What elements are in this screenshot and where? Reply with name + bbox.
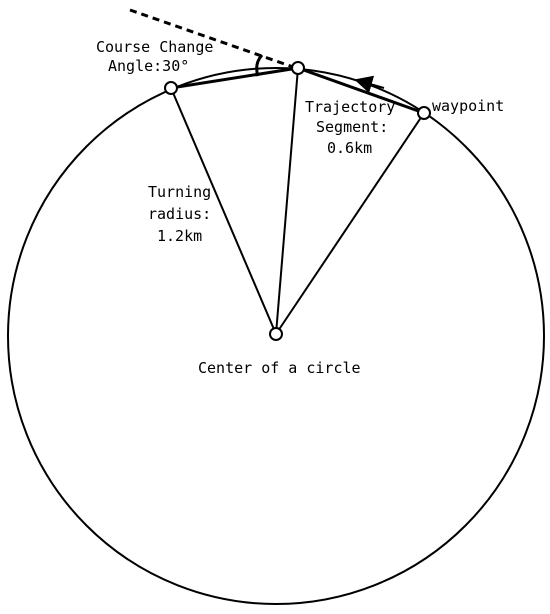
- turning-circle: [7, 67, 545, 605]
- waypoint-node-left: [164, 81, 178, 95]
- waypoint-node-top: [291, 61, 305, 75]
- center-of-circle-label: Center of a circle: [198, 359, 361, 377]
- course-change-angle-arc: [255, 54, 264, 77]
- turning-radius-label-line2: radius:: [148, 205, 211, 223]
- heading-extension-dashed-line: [129, 8, 297, 70]
- radius-line-middle: [275, 67, 299, 335]
- waypoint-label: waypoint: [432, 97, 504, 115]
- turning-radius-label-line1: Turning: [148, 183, 211, 201]
- trajectory-chord-left: [170, 66, 299, 90]
- course-change-label-line2: Angle:30°: [108, 57, 189, 75]
- waypoint-node-right: [417, 106, 431, 120]
- direction-arrow: [354, 75, 385, 94]
- turning-radius-label-line3: 1.2km: [157, 227, 202, 245]
- radius-line-right: [275, 112, 425, 335]
- trajectory-label-line1: Trajectory: [305, 98, 395, 116]
- course-change-label-line1: Course Change: [96, 38, 213, 56]
- trajectory-label-line3: 0.6km: [327, 139, 372, 157]
- radius-line-left: [170, 87, 277, 335]
- circle-center-node: [269, 327, 283, 341]
- trajectory-label-line2: Segment:: [316, 118, 388, 136]
